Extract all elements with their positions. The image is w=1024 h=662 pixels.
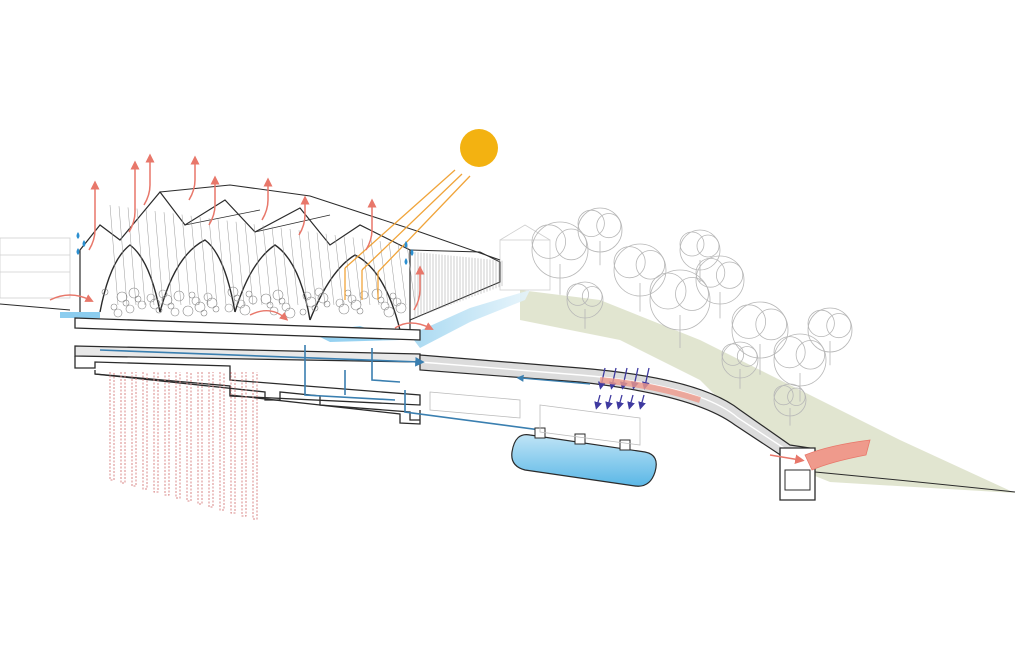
- water-tank-icon: [511, 427, 657, 487]
- geothermal-probes: [109, 372, 258, 520]
- sun-rays: [344, 169, 471, 300]
- greenhouse-structure: [79, 184, 503, 340]
- grass-slope: [520, 290, 1015, 493]
- earth-surface: [814, 471, 1016, 493]
- sun-icon: [460, 129, 498, 167]
- buried-structure: [429, 391, 641, 446]
- background-buildings: [0, 224, 551, 299]
- building-section-cut: [74, 317, 421, 425]
- exhaust-arrow-icon: [88, 153, 425, 311]
- intake-arrow-icon: [599, 377, 871, 471]
- tree-icon: [531, 207, 853, 426]
- duct-network: [99, 345, 591, 438]
- warm-air-loops: [49, 294, 434, 330]
- ground-line: [0, 303, 71, 311]
- rain-drops-icon: [76, 232, 414, 265]
- planting-beds: [101, 286, 407, 319]
